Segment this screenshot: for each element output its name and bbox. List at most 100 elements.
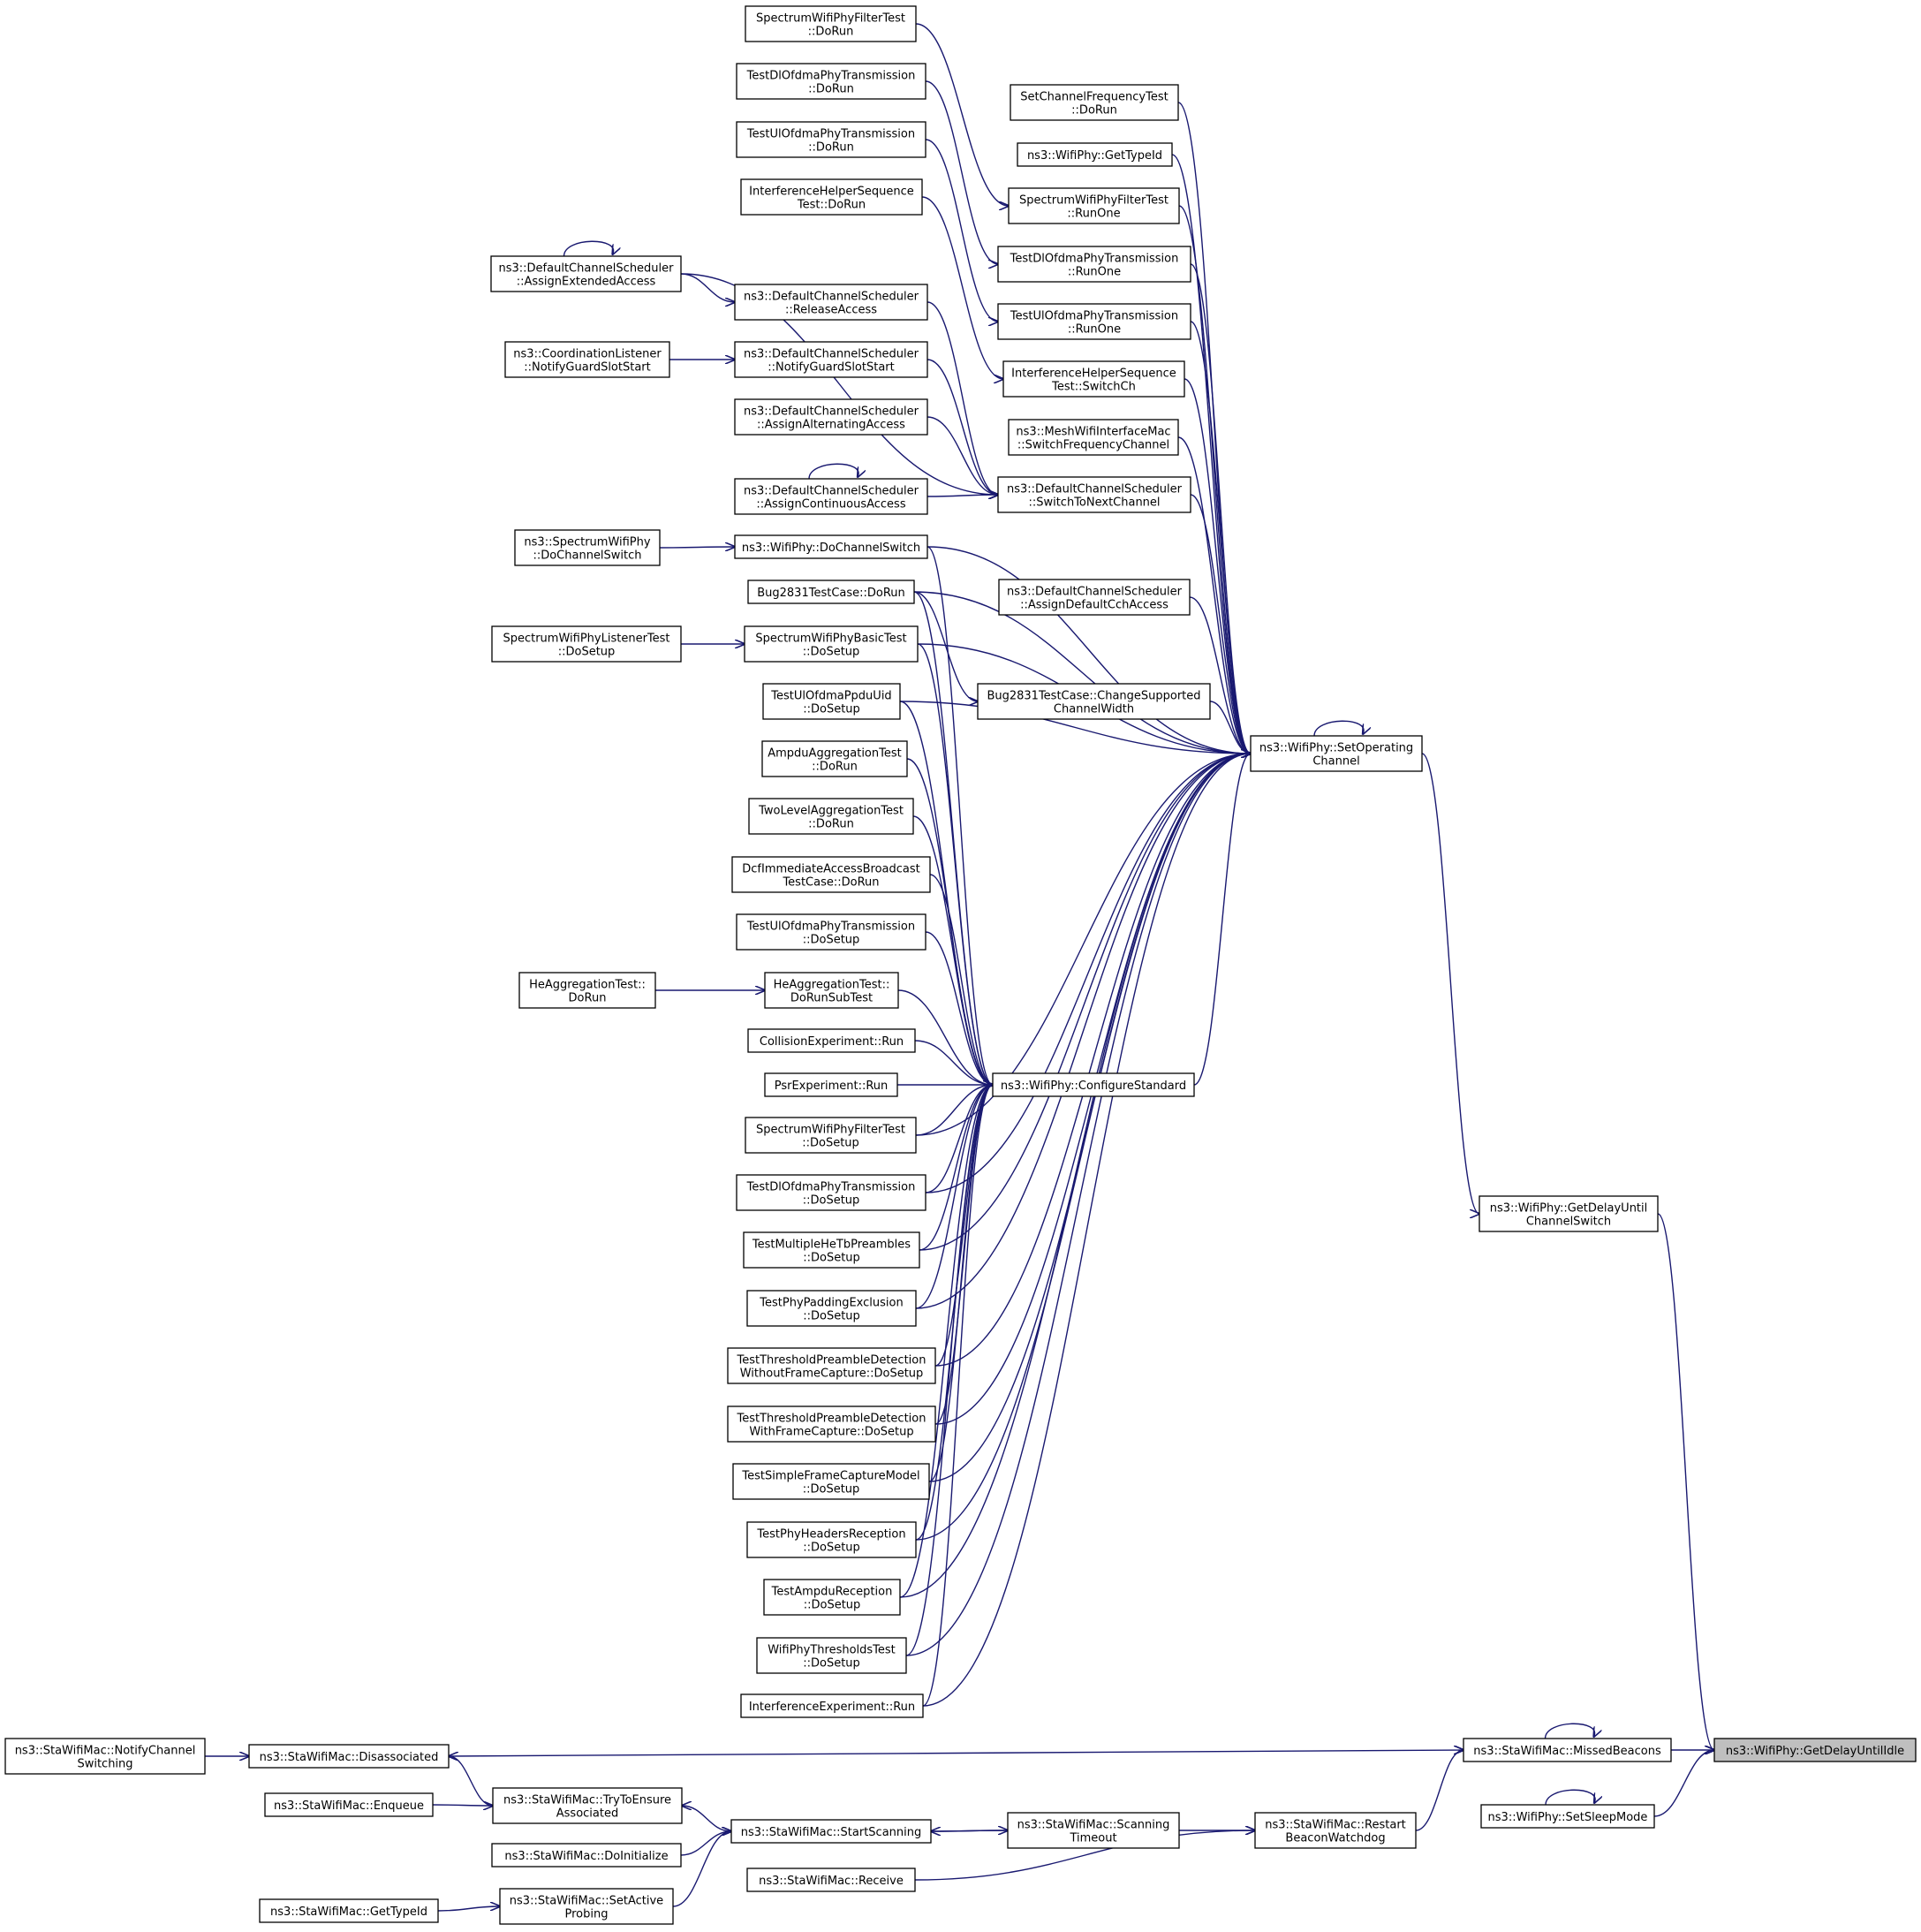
node-multipleHeTb[interactable]: TestMultipleHeTbPreambles::DoSetup xyxy=(743,1231,920,1269)
node-label: SpectrumWifiPhyListenerTest xyxy=(503,633,669,646)
node-thresholdWith[interactable]: TestThresholdPreambleDetectionWithFrameC… xyxy=(727,1405,936,1443)
node-ampduReception[interactable]: TestAmpduReception::DoSetup xyxy=(763,1579,901,1616)
node-assignAlternating[interactable]: ns3::DefaultChannelScheduler::AssignAlte… xyxy=(734,398,928,436)
node-label: ns3::StaWifiMac::Disassociated xyxy=(260,1751,439,1764)
call-edge-thresholdWithout-to-setOperatingChannel xyxy=(934,754,1251,1367)
node-label: ns3::DefaultChannelScheduler xyxy=(499,262,675,276)
node-setSleepMode[interactable]: ns3::WifiPhy::SetSleepMode xyxy=(1480,1804,1655,1829)
node-assignDefaultCch[interactable]: ns3::DefaultChannelScheduler::AssignDefa… xyxy=(998,579,1191,616)
node-label: ns3::StaWifiMac::SetActive xyxy=(510,1895,663,1908)
call-edge-spectrumFilterDoSetup-to-setOperatingChannel xyxy=(915,754,1251,1136)
node-label: ns3::WifiPhy::DoChannelSwitch xyxy=(742,542,920,555)
node-spectrumListenerDoSetup[interactable]: SpectrumWifiPhyListenerTest::DoSetup xyxy=(491,625,682,663)
node-label: SpectrumWifiPhyFilterTest xyxy=(756,12,905,26)
node-box xyxy=(1479,1195,1659,1232)
node-getDelayUntilIdle[interactable]: ns3::WifiPhy::GetDelayUntilIdle xyxy=(1713,1738,1917,1762)
node-label: TestCase::DoRun xyxy=(782,876,879,890)
node-label: ns3::DefaultChannelScheduler xyxy=(1007,586,1183,599)
node-ulOfdmaDoSetup[interactable]: TestUlOfdmaPhyTransmission::DoSetup xyxy=(736,913,926,951)
node-label: ns3::CoordinationListener xyxy=(513,348,662,361)
node-ampduAggregationTest[interactable]: AmpduAggregationTest::DoRun xyxy=(761,740,908,777)
node-spectrumFilterDoRunTop[interactable]: SpectrumWifiPhyFilterTest::DoRun xyxy=(745,5,917,42)
call-edge-disassociated-to-missedBeacons xyxy=(448,1750,1463,1757)
node-heAggregationDoRun[interactable]: HeAggregationTest::DoRun xyxy=(518,972,656,1009)
call-edge-heAggregationSubTest-to-configureStandard xyxy=(897,989,993,1085)
node-label: ns3::WifiPhy::GetTypeId xyxy=(1027,149,1162,163)
node-bugChangeSupported[interactable]: Bug2831TestCase::ChangeSupportedChannelW… xyxy=(977,683,1211,720)
node-configureStandard[interactable]: ns3::WifiPhy::ConfigureStandard xyxy=(992,1072,1195,1097)
node-switchToNextChannel[interactable]: ns3::DefaultChannelScheduler::SwitchToNe… xyxy=(997,476,1191,513)
node-spectrumDoChannelSwitch[interactable]: ns3::SpectrumWifiPhy::DoChannelSwitch xyxy=(514,529,661,566)
node-paddingExclusion[interactable]: TestPhyPaddingExclusion::DoSetup xyxy=(746,1290,917,1327)
node-spectrumFilterDoSetup[interactable]: SpectrumWifiPhyFilterTest::DoSetup xyxy=(745,1117,917,1154)
node-dlOfdmaDoRunTop[interactable]: TestDlOfdmaPhyTransmission::DoRun xyxy=(736,63,926,100)
node-getTypeIdPhy[interactable]: ns3::WifiPhy::GetTypeId xyxy=(1017,142,1173,167)
node-doChannelSwitch[interactable]: ns3::WifiPhy::DoChannelSwitch xyxy=(734,534,928,559)
node-simpleFrameCapture[interactable]: TestSimpleFrameCaptureModel::DoSetup xyxy=(732,1463,930,1500)
node-enqueue[interactable]: ns3::StaWifiMac::Enqueue xyxy=(264,1792,434,1817)
node-label: CollisionExperiment::Run xyxy=(760,1035,904,1049)
node-interferenceRun[interactable]: InterferenceExperiment::Run xyxy=(740,1693,924,1718)
node-box xyxy=(745,5,917,42)
node-label: TestSimpleFrameCaptureModel xyxy=(741,1470,919,1483)
node-heAggregationSubTest[interactable]: HeAggregationTest::DoRunSubTest xyxy=(764,972,899,1009)
node-dlOfdmaRunOne[interactable]: TestDlOfdmaPhyTransmission::RunOne xyxy=(997,246,1191,283)
node-box xyxy=(747,580,915,604)
node-missedBeacons[interactable]: ns3::StaWifiMac::MissedBeacons xyxy=(1463,1738,1672,1762)
node-spectrumBasicDoSetup[interactable]: SpectrumWifiPhyBasicTest::DoSetup xyxy=(744,625,919,663)
node-getTypeIdSta[interactable]: ns3::StaWifiMac::GetTypeId xyxy=(259,1898,439,1923)
node-ulOfdmaDoRunTop[interactable]: TestUlOfdmaPhyTransmission::DoRun xyxy=(736,121,926,158)
call-edge-spectrumFilterDoRunTop-to-spectrumFilterRunOne xyxy=(915,23,1009,206)
node-phyHeadersReception[interactable]: TestPhyHeadersReception::DoSetup xyxy=(746,1521,917,1558)
call-edge-receive-to-restartBeaconWatchdog xyxy=(914,1830,1255,1881)
node-receive[interactable]: ns3::StaWifiMac::Receive xyxy=(746,1868,916,1892)
node-label: ::SwitchFrequencyChannel xyxy=(1017,439,1169,452)
node-doInitialize[interactable]: ns3::StaWifiMac::DoInitialize xyxy=(491,1843,682,1868)
node-dcfImmediate[interactable]: DcfImmediateAccessBroadcastTestCase::DoR… xyxy=(731,856,931,893)
node-bug2831DoRun[interactable]: Bug2831TestCase::DoRun xyxy=(747,580,915,604)
node-label: TestUlOfdmaPhyTransmission xyxy=(746,128,915,141)
node-label: ns3::DefaultChannelScheduler xyxy=(744,291,919,304)
node-ulOfdmaRunOne[interactable]: TestUlOfdmaPhyTransmission::RunOne xyxy=(997,303,1191,340)
node-assignContinuous[interactable]: ns3::DefaultChannelScheduler::AssignCont… xyxy=(734,478,928,515)
node-psrRun[interactable]: PsrExperiment::Run xyxy=(764,1072,898,1097)
node-thresholdWithout[interactable]: TestThresholdPreambleDetectionWithoutFra… xyxy=(727,1347,936,1384)
node-meshSwitchFrequency[interactable]: ns3::MeshWifiInterfaceMac::SwitchFrequen… xyxy=(1008,419,1179,456)
node-releaseAccess[interactable]: ns3::DefaultChannelScheduler::ReleaseAcc… xyxy=(734,284,928,321)
call-edge-switchToNextChannel-to-setOperatingChannel xyxy=(1190,494,1251,754)
call-edge-setActiveProbing-to-startScanning xyxy=(672,1831,731,1907)
node-coordinationNotify[interactable]: ns3::CoordinationListener::NotifyGuardSl… xyxy=(504,341,670,378)
node-spectrumFilterRunOne[interactable]: SpectrumWifiPhyFilterTest::RunOne xyxy=(1008,187,1180,224)
node-box xyxy=(748,798,914,835)
node-thresholdsTest[interactable]: WifiPhyThresholdsTest::DoSetup xyxy=(756,1637,907,1674)
call-edge-notifyGuardSlot-to-switchToNextChannel xyxy=(926,359,998,495)
node-label: TestMultipleHeTbPreambles xyxy=(752,1239,911,1252)
node-box xyxy=(264,1792,434,1817)
node-twoLevelAggregation[interactable]: TwoLevelAggregationTest::DoRun xyxy=(748,798,914,835)
node-label: ::DoSetup xyxy=(804,1599,861,1612)
node-assignExtended[interactable]: ns3::DefaultChannelScheduler::AssignExte… xyxy=(490,255,682,292)
node-setChannelFrequencyTest[interactable]: SetChannelFrequencyTest::DoRun xyxy=(1010,84,1179,121)
node-label: InterferenceHelperSequence xyxy=(1011,367,1176,381)
node-box xyxy=(1002,360,1185,398)
node-dlOfdmaDoSetup[interactable]: TestDlOfdmaPhyTransmission::DoSetup xyxy=(736,1174,926,1211)
node-ulOfdmaPpduUid[interactable]: TestUlOfdmaPpduUid::DoSetup xyxy=(762,683,901,720)
node-label: ::AssignContinuousAccess xyxy=(756,498,905,511)
node-box xyxy=(764,972,899,1009)
node-disassociated[interactable]: ns3::StaWifiMac::Disassociated xyxy=(248,1744,450,1769)
node-label: ns3::StaWifiMac::NotifyChannel xyxy=(15,1745,196,1758)
node-collisionRun[interactable]: CollisionExperiment::Run xyxy=(747,1028,916,1053)
node-label: HeAggregationTest:: xyxy=(774,979,890,992)
node-startScanning[interactable]: ns3::StaWifiMac::StartScanning xyxy=(730,1819,932,1844)
node-notifyGuardSlot[interactable]: ns3::DefaultChannelScheduler::NotifyGuar… xyxy=(734,341,928,378)
node-label: ::DoSetup xyxy=(803,934,860,947)
